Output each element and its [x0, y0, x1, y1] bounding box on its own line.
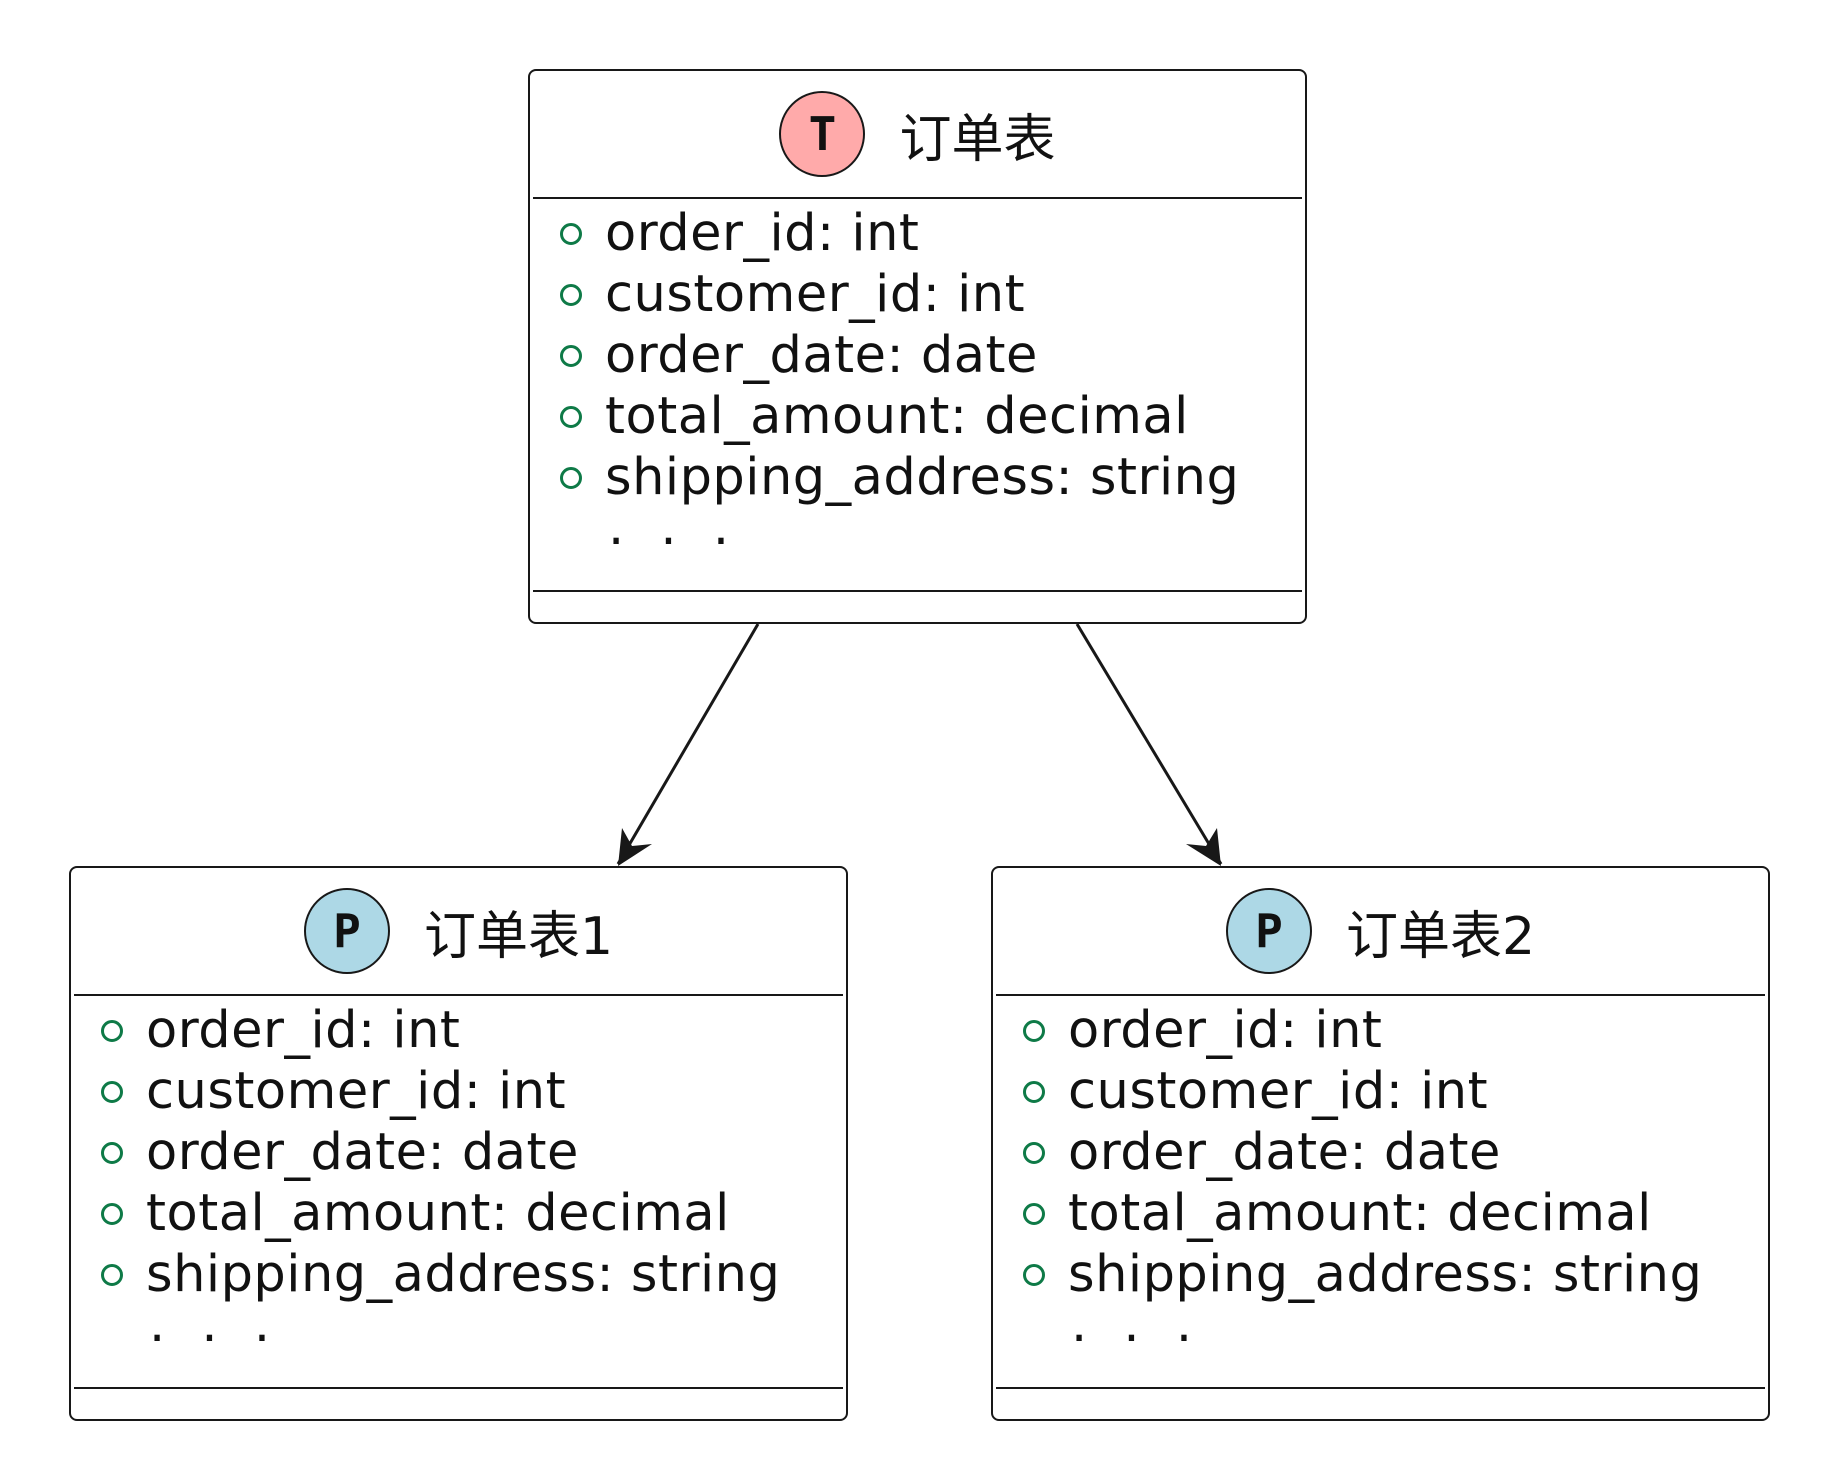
field-label: shipping_address: string — [605, 448, 1240, 507]
public-field-icon — [101, 1019, 123, 1042]
field-label: order_date: date — [146, 1123, 579, 1182]
field-row: order_date: date — [530, 325, 1305, 386]
methods-divider — [996, 1387, 1765, 1389]
entity-title: 订单表2 — [1345, 906, 1536, 967]
entity-table-orders[interactable]: T 订单表 order_id: int customer_id: int ord… — [528, 69, 1307, 624]
entity-title: 订单表1 — [423, 906, 614, 967]
field-row: total_amount: decimal — [993, 1183, 1768, 1244]
field-list: order_id: int customer_id: int order_dat… — [993, 1000, 1768, 1357]
field-row: order_date: date — [71, 1122, 846, 1183]
public-field-icon — [560, 222, 582, 245]
table-stereotype-badge: T — [779, 91, 866, 177]
field-label: order_id: int — [146, 1001, 461, 1060]
public-field-icon — [101, 1080, 123, 1103]
more-fields-ellipsis: . . . — [1071, 1295, 1203, 1354]
field-label: total_amount: decimal — [146, 1184, 730, 1243]
methods-divider — [533, 590, 1302, 592]
field-label: customer_id: int — [146, 1062, 567, 1121]
field-list: order_id: int customer_id: int order_dat… — [530, 203, 1305, 560]
field-label: shipping_address: string — [1068, 1245, 1703, 1304]
field-label: order_id: int — [605, 204, 920, 263]
field-label: order_date: date — [1068, 1123, 1501, 1182]
field-row: order_id: int — [993, 1000, 1768, 1061]
public-field-icon — [1023, 1019, 1045, 1042]
public-field-icon — [1023, 1141, 1045, 1164]
field-row: shipping_address: string — [71, 1244, 846, 1305]
entity-title: 订单表 — [899, 109, 1056, 170]
field-label: total_amount: decimal — [605, 387, 1189, 446]
relation-arrow-to-partition-2 — [1075, 623, 1223, 866]
public-field-icon — [1023, 1202, 1045, 1225]
more-fields-ellipsis: . . . — [608, 498, 740, 557]
methods-divider — [74, 1387, 843, 1389]
field-row: order_id: int — [71, 1000, 846, 1061]
field-row: order_id: int — [530, 203, 1305, 264]
public-field-icon — [1023, 1263, 1045, 1286]
entity-header: P 订单表1 — [74, 868, 843, 996]
public-field-icon — [101, 1202, 123, 1225]
public-field-icon — [101, 1141, 123, 1164]
public-field-icon — [560, 405, 582, 428]
field-row: shipping_address: string — [530, 447, 1305, 508]
public-field-icon — [560, 466, 582, 489]
field-label: customer_id: int — [1068, 1062, 1489, 1121]
partition-stereotype-badge: P — [303, 888, 390, 974]
field-row: shipping_address: string — [993, 1244, 1768, 1305]
field-row: customer_id: int — [530, 264, 1305, 325]
relation-arrow-to-partition-1 — [616, 623, 760, 866]
partition-stereotype-badge: P — [1225, 888, 1312, 974]
public-field-icon — [560, 344, 582, 367]
field-label: shipping_address: string — [146, 1245, 781, 1304]
public-field-icon — [101, 1263, 123, 1286]
field-label: order_id: int — [1068, 1001, 1383, 1060]
public-field-icon — [1023, 1080, 1045, 1103]
field-row: total_amount: decimal — [71, 1183, 846, 1244]
entity-partition-1[interactable]: P 订单表1 order_id: int customer_id: int or… — [69, 866, 848, 1421]
entity-partition-2[interactable]: P 订单表2 order_id: int customer_id: int or… — [991, 866, 1770, 1421]
field-list: order_id: int customer_id: int order_dat… — [71, 1000, 846, 1357]
field-label: total_amount: decimal — [1068, 1184, 1652, 1243]
field-row: customer_id: int — [71, 1061, 846, 1122]
field-row: order_date: date — [993, 1122, 1768, 1183]
more-fields-ellipsis: . . . — [149, 1295, 281, 1354]
field-label: order_date: date — [605, 326, 1038, 385]
entity-header: P 订单表2 — [996, 868, 1765, 996]
field-row: customer_id: int — [993, 1061, 1768, 1122]
public-field-icon — [560, 283, 582, 306]
entity-header: T 订单表 — [533, 71, 1302, 199]
field-label: customer_id: int — [605, 265, 1026, 324]
field-row: total_amount: decimal — [530, 386, 1305, 447]
